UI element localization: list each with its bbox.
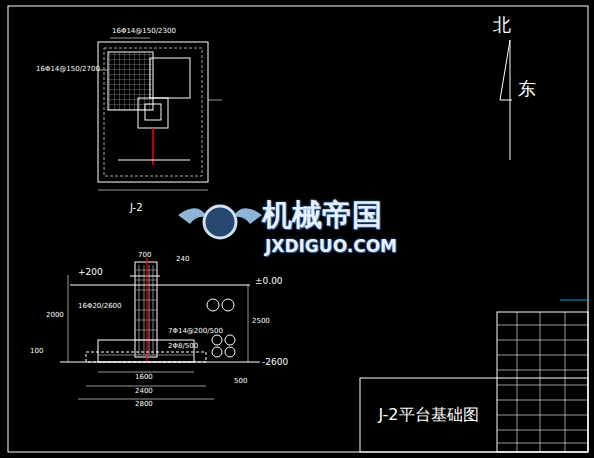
- dimension: 2400: [135, 388, 153, 395]
- plan-view: [98, 38, 222, 190]
- dimension: 240: [176, 256, 189, 263]
- elevation: +200: [78, 268, 103, 277]
- dimension: 1600: [135, 374, 153, 381]
- rebar-note: 16Φ14@150/2300: [112, 28, 176, 35]
- drawing-title: J-2平台基础图: [378, 405, 478, 426]
- rebar-note: 16Φ20/2600: [78, 303, 122, 310]
- compass-label: 东: [518, 80, 536, 98]
- elevation: ±0.00: [255, 277, 283, 286]
- compass-label: 北: [493, 16, 511, 34]
- view-label: J-2: [130, 203, 143, 213]
- section-view: [60, 258, 260, 399]
- dimension: 700: [138, 252, 151, 259]
- title-block: [360, 300, 588, 452]
- dimension: 2800: [135, 401, 153, 408]
- rebar-note: 16Φ14@150/2700: [36, 66, 100, 73]
- dimension: 500: [234, 378, 247, 385]
- watermark-logo: [178, 206, 262, 238]
- dimension: 100: [30, 348, 43, 355]
- dimension: 2000: [46, 312, 64, 319]
- dimension: 2500: [252, 318, 270, 325]
- title-cell: J-2平台基础图: [362, 380, 495, 450]
- elevation: -2600: [262, 358, 288, 367]
- north-arrow: [500, 40, 512, 160]
- watermark: JXDIGUO.COM: [265, 238, 397, 255]
- watermark: 机械帝国: [262, 200, 382, 230]
- rebar-note: 2Φ8/500: [168, 343, 198, 350]
- rebar-note: 7Φ14@200/500: [168, 328, 223, 335]
